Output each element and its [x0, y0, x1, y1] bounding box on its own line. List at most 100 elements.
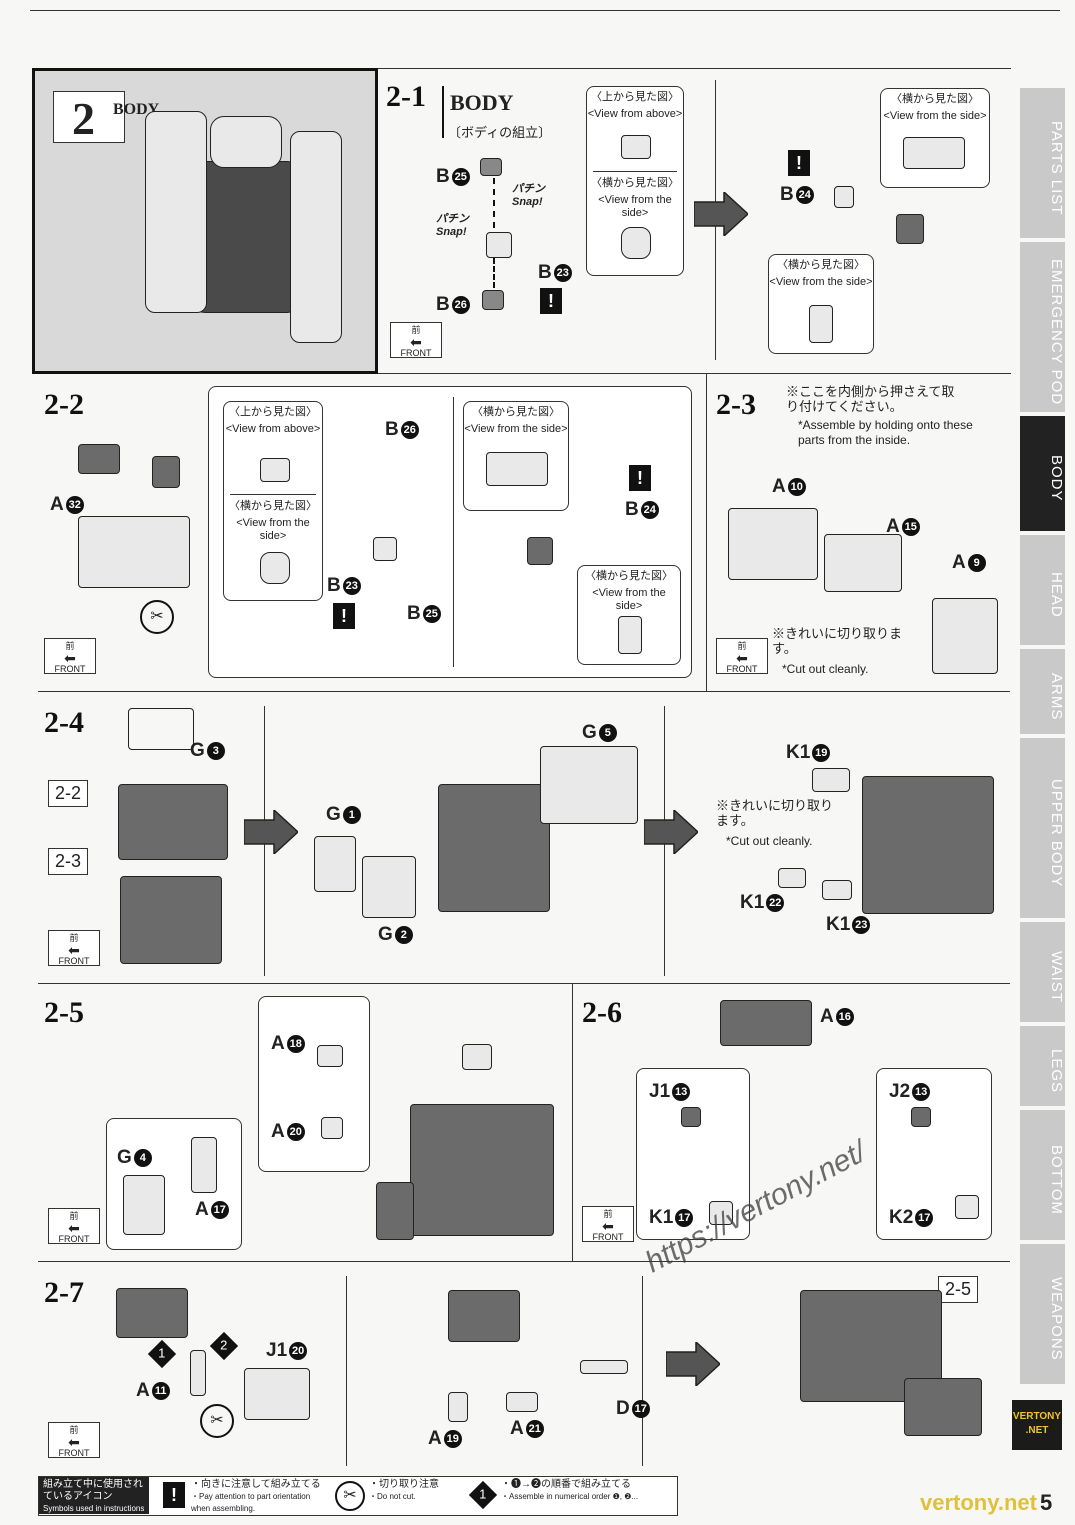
- part-g4: G4: [117, 1147, 152, 1169]
- front-indicator: 前⬅FRONT: [716, 638, 768, 674]
- view-callout: 〈上から見た図〉 <View from above> 〈横から見た図〉 <Vie…: [223, 401, 323, 601]
- tab-parts-list[interactable]: PARTS LIST: [1020, 88, 1065, 238]
- legend-item2-jp: ・切り取り注意: [369, 1479, 439, 1490]
- part-a11-shape: [190, 1350, 206, 1396]
- part-a15-shape: [824, 534, 902, 592]
- tab-upper-body[interactable]: UPPER BODY: [1020, 738, 1065, 918]
- part-j1-20-shape: [244, 1368, 310, 1420]
- tab-head[interactable]: HEAD: [1020, 535, 1065, 645]
- step-2-3-cut-jp: ※きれいに切り取ります。: [772, 626, 912, 656]
- part-g3-shape: [128, 708, 194, 750]
- row5-divider: [346, 1276, 347, 1466]
- part-g5-shape: [540, 746, 638, 824]
- body-assembly: [862, 776, 994, 914]
- step-2-5-number: 2-5: [44, 996, 84, 1030]
- waist-assembly: [120, 876, 222, 964]
- do-not-cut-icon: ✂: [335, 1481, 365, 1511]
- part-a21-shape: [506, 1392, 538, 1412]
- arrow-b26: [493, 258, 497, 288]
- body-figure-head: [210, 116, 282, 168]
- legend-item1-jp: ・向きに注意して組み立てる: [191, 1479, 321, 1490]
- part-b23-block: [486, 232, 512, 258]
- callout-divider: [453, 397, 454, 667]
- part-g4-shape: [123, 1175, 165, 1235]
- caution-icon: !: [629, 465, 651, 491]
- order-step-1: 1: [148, 1340, 176, 1368]
- body-assembly: [410, 1104, 554, 1236]
- caution-icon: !: [788, 150, 810, 176]
- step-2-1-number: 2-1: [386, 80, 426, 114]
- part-g5: G5: [582, 722, 617, 744]
- legend-title: 組み立て中に使用されているアイコンSymbols used in instruc…: [39, 1477, 149, 1514]
- legend-item2-en: ・Do not cut.: [369, 1492, 416, 1501]
- part-b26-shape: [482, 290, 504, 310]
- front-indicator: 前⬅FRONT: [44, 638, 96, 674]
- arrow-b25: [493, 178, 497, 228]
- tab-weapons[interactable]: WEAPONS: [1020, 1244, 1065, 1384]
- order-step-2: 2: [210, 1332, 238, 1360]
- view-side-callout: 〈横から見た図〉 <View from the side>: [768, 254, 874, 354]
- view-side-sketch: [903, 137, 965, 169]
- part-k1-22-shape: [778, 868, 806, 888]
- step-2-3-note-jp: ※ここを内側から押さえて取り付けてください。: [786, 384, 966, 414]
- caution-icon: !: [333, 603, 355, 629]
- big-arrow: [694, 192, 748, 236]
- part-b25: B25: [407, 603, 441, 625]
- body-part-shape: [896, 214, 924, 244]
- step-2-1-title: BODY: [450, 90, 514, 116]
- row2-divider: [706, 374, 707, 692]
- part-j2-shape: [911, 1107, 931, 1127]
- caution-icon: !: [163, 1482, 185, 1508]
- body-chest-block: [78, 516, 190, 588]
- tab-waist[interactable]: WAIST: [1020, 922, 1065, 1022]
- part-shape: [78, 444, 120, 474]
- backpack-shape: [448, 1290, 520, 1342]
- legend-item3-en: ・Assemble in numerical order ❶, ❷...: [501, 1492, 638, 1501]
- view-side-callout: 〈横から見た図〉 <View from the side>: [577, 565, 681, 665]
- row4-divider: [572, 984, 573, 1262]
- part-k1-23-shape: [822, 880, 852, 900]
- part-g2: G2: [378, 924, 413, 946]
- top-rule: [30, 10, 1060, 11]
- part-shape: [376, 1182, 414, 1240]
- view-side-sketch: [621, 227, 651, 259]
- part-d17-shape: [580, 1360, 628, 1374]
- caution-icon: !: [540, 288, 562, 314]
- tab-body[interactable]: BODY: [1020, 416, 1065, 531]
- step-ref-2-5: 2-5: [938, 1276, 978, 1303]
- big-arrow: [644, 810, 698, 859]
- body-figure-left-arm: [145, 111, 207, 313]
- front-indicator: 前⬅FRONT: [390, 322, 442, 358]
- part-j1: J113: [649, 1081, 690, 1103]
- tab-bottom[interactable]: BOTTOM: [1020, 1110, 1065, 1240]
- legend-item3-jp: ・❶→❷の順番で組み立てる: [501, 1479, 631, 1490]
- front-indicator: 前⬅FRONT: [48, 1422, 100, 1458]
- tab-emergency-pod[interactable]: EMERGENCY POD: [1020, 242, 1065, 412]
- step-2-3-note-en: *Assemble by holding onto these parts fr…: [798, 418, 978, 448]
- part-k2-shape: [955, 1195, 979, 1219]
- detail-callout: J213 K217: [876, 1068, 992, 1240]
- part-j1-shape: [681, 1107, 701, 1127]
- header-photo-panel: 2 BODY: [32, 68, 378, 374]
- tab-legs[interactable]: LEGS: [1020, 1026, 1065, 1106]
- big-arrow: [244, 810, 298, 859]
- part-a17-shape: [191, 1137, 217, 1193]
- tab-arms[interactable]: ARMS: [1020, 649, 1065, 734]
- backpack-shape: [116, 1288, 188, 1338]
- front-indicator: 前⬅FRONT: [48, 930, 100, 966]
